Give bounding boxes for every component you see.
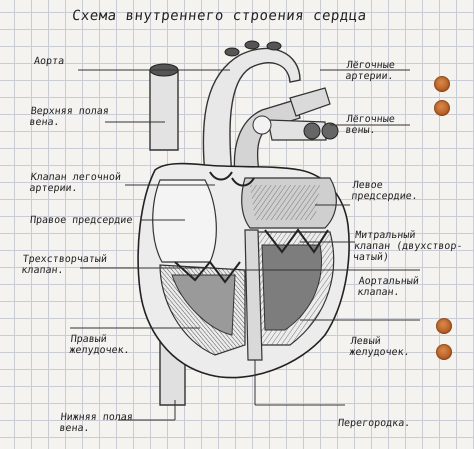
aortic-valve <box>231 177 255 187</box>
pulmonary-artery-opening <box>252 115 272 135</box>
label-superior-vena-cava: Верхняя полая вена. <box>28 106 110 128</box>
left-atrium-shade <box>250 185 320 220</box>
label-pulmonary-arteries: Лёгочные артерии. <box>344 60 396 82</box>
binder-hole-3 <box>436 318 452 334</box>
aorta-branch-3 <box>266 41 282 51</box>
label-left-ventricle: Левый желудочек. <box>348 336 411 358</box>
left-ventricle-cavity <box>261 244 322 331</box>
aorta-branch-1 <box>224 47 240 57</box>
septum <box>244 229 263 361</box>
right-ventricle-cavity <box>171 274 236 336</box>
mitral-valve <box>264 228 329 254</box>
pulmonary-valve <box>209 171 233 181</box>
pulmonary-vein-opening-1 <box>303 122 321 140</box>
label-aorta: Аорта <box>33 56 65 67</box>
label-tricuspid-valve: Трехстворчатый клапан. <box>20 254 108 276</box>
aorta-branch-2 <box>244 40 260 50</box>
binder-hole-4 <box>436 344 452 360</box>
tricuspid-valve <box>174 260 241 284</box>
label-pulmonary-veins: Лёгочные вены. <box>344 114 396 136</box>
page-title: Схема внутреннего строения сердца <box>71 8 368 24</box>
label-aortic-valve: Аортальный клапан. <box>356 276 420 298</box>
label-right-atrium: Правое предсердие <box>29 215 133 226</box>
leader-lines-left <box>70 69 230 421</box>
binder-hole-2 <box>434 100 450 116</box>
leader-lines-right <box>240 69 420 406</box>
superior-vena-cava <box>149 69 179 151</box>
label-left-atrium: Левое предсердие. <box>350 180 419 202</box>
pulmonary-vein-opening-2 <box>321 122 339 140</box>
label-mitral-valve: Митральный клапан (двухствор- чатый) <box>352 230 463 263</box>
aorta <box>202 47 301 176</box>
label-septum: Перегородка. <box>337 418 411 429</box>
right-atrium <box>152 179 217 263</box>
binder-hole-1 <box>434 76 450 92</box>
pulmonary-artery-right <box>289 87 331 117</box>
label-inferior-vena-cava: Нижняя полая вена. <box>58 412 134 434</box>
label-right-ventricle: Правый желудочек. <box>68 334 131 356</box>
label-pulmonary-valve: Клапан легочной артерии. <box>28 172 122 194</box>
